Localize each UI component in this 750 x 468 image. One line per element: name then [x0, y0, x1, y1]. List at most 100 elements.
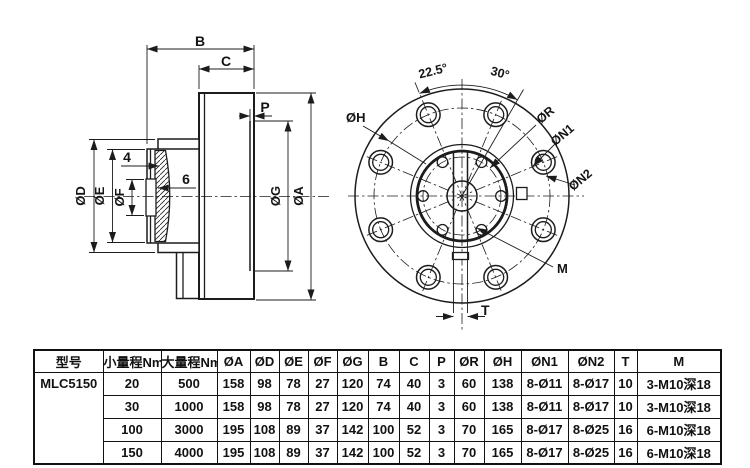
- cell: 108: [249, 417, 280, 442]
- cell: 150: [102, 440, 162, 465]
- cell: 138: [483, 394, 522, 419]
- header-max-range: 大量程Nm: [160, 349, 218, 373]
- main-body-outline: [198, 92, 255, 300]
- cell: 27: [307, 371, 338, 396]
- cell: 500: [160, 371, 218, 396]
- 30deg-radial: [461, 89, 524, 197]
- dim-label-4: 4: [123, 149, 131, 165]
- cell: 3000: [160, 417, 218, 442]
- cell: 8-Ø25: [567, 417, 615, 442]
- drawing-canvas: B C P 4 6 ØD ØE ØF ØG ØA: [73, 33, 595, 331]
- header-dia-n1: ØN1: [520, 349, 569, 373]
- spec-table: 型号 小量程Nm 大量程Nm ØA ØD ØE ØF ØG B C P ØR Ø…: [33, 349, 722, 465]
- cell: 8-Ø11: [520, 371, 569, 396]
- dim-label-dia-a: ØA: [291, 186, 306, 206]
- cell: 98: [249, 394, 280, 419]
- model-cell: MLC5150: [33, 371, 104, 465]
- cell: 30: [102, 394, 162, 419]
- cell: 20: [102, 371, 162, 396]
- dim-label-dia-g: ØG: [268, 186, 283, 206]
- cell: 74: [367, 371, 400, 396]
- cell: 138: [483, 371, 522, 396]
- cell: 100: [367, 440, 400, 465]
- table-row: MLC5150 20 500 158 98 78 27 120 74 40 3 …: [33, 371, 722, 465]
- header-c: C: [398, 349, 430, 373]
- header-model: 型号: [33, 349, 104, 373]
- header-dia-d: ØD: [249, 349, 280, 373]
- dim-label-dia-n2: ØN2: [566, 166, 595, 193]
- bottom-step-ring: [157, 241, 200, 254]
- cell: 78: [278, 394, 309, 419]
- cell: 10: [613, 371, 638, 396]
- cell: 4000: [160, 440, 218, 465]
- cell: 8-Ø17: [520, 440, 569, 465]
- table-row: 100 3000 195 108 89 37 142 100 52 3 70 1…: [34, 417, 722, 442]
- cell: 100: [367, 417, 400, 442]
- header-dia-g: ØG: [336, 349, 369, 373]
- cell: 6-M10深18: [636, 440, 722, 465]
- front-view: 22.5° 30° ØH ØR ØN1 ØN2 M T: [346, 61, 595, 331]
- header-dia-n2: ØN2: [567, 349, 615, 373]
- header-dia-a: ØA: [216, 349, 251, 373]
- connector-block: [175, 251, 200, 300]
- cell: 158: [216, 394, 251, 419]
- cell: 16: [613, 440, 638, 465]
- cell: 8-Ø11: [520, 394, 569, 419]
- bottom-key-tab: [451, 251, 470, 261]
- header-dia-r: ØR: [453, 349, 485, 373]
- cell: 52: [398, 440, 430, 465]
- cell: 27: [307, 394, 338, 419]
- side-key-tab: [515, 186, 528, 201]
- cell: 78: [278, 371, 309, 396]
- dim-label-dia-f: ØF: [112, 188, 127, 206]
- cell: 165: [483, 440, 522, 465]
- table-row: 150 4000 195 108 89 37 142 100 52 3 70 1…: [34, 440, 722, 465]
- dim-label-b: B: [195, 33, 205, 49]
- cell: 142: [336, 440, 369, 465]
- cell: 195: [216, 440, 251, 465]
- cell: 3-M10深18: [636, 394, 722, 419]
- cell: 8-Ø17: [567, 394, 615, 419]
- dim-label-m: M: [557, 261, 568, 276]
- center-bore: [446, 180, 478, 212]
- header-dia-f: ØF: [307, 349, 338, 373]
- dim-label-dia-d: ØD: [73, 186, 88, 206]
- cell: 8-Ø17: [520, 417, 569, 442]
- dim-label-c: C: [221, 53, 231, 69]
- top-step-ring: [157, 138, 200, 151]
- cell: 89: [278, 440, 309, 465]
- cell: 37: [307, 417, 338, 442]
- cell: 60: [453, 371, 485, 396]
- dim-label-dia-h: ØH: [346, 110, 366, 125]
- cell: 10: [613, 394, 638, 419]
- header-m: M: [636, 349, 722, 373]
- cell: 89: [278, 417, 309, 442]
- hub-inner-step: [145, 178, 157, 217]
- leader-lines: [362, 124, 576, 320]
- dim-label-p: P: [260, 99, 269, 115]
- inner-flange-circle: [415, 149, 509, 243]
- angle-dimension-arc: [419, 84, 518, 101]
- cell: 37: [307, 440, 338, 465]
- section-hatch: [154, 149, 171, 243]
- bolt-circle: [373, 107, 551, 285]
- cell: 98: [249, 371, 280, 396]
- inner-bolt-circle: [422, 156, 502, 236]
- angle-label-30: 30°: [489, 64, 511, 82]
- cell: 74: [367, 394, 400, 419]
- header-min-range: 小量程Nm: [102, 349, 162, 373]
- cell: 3: [428, 371, 455, 396]
- cell: 3: [428, 394, 455, 419]
- cell: 40: [398, 394, 430, 419]
- dim-label-t: T: [481, 302, 490, 318]
- cell: 60: [453, 394, 485, 419]
- header-dia-h: ØH: [483, 349, 522, 373]
- cell: 120: [336, 371, 369, 396]
- table-row: 30 1000 158 98 78 27 120 74 40 3 60 138 …: [34, 394, 722, 419]
- cell: 100: [102, 417, 162, 442]
- dim-label-6: 6: [182, 171, 190, 187]
- dim-label-dia-n1: ØN1: [548, 121, 577, 148]
- cell: 120: [336, 394, 369, 419]
- cell: 142: [336, 417, 369, 442]
